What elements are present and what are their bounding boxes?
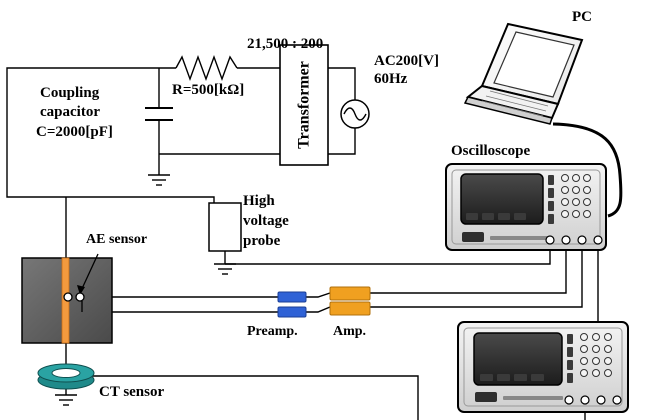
oscilloscope-device xyxy=(445,163,607,251)
preamp-to-amp-wire-2 xyxy=(306,306,331,313)
ac-bottom-wire xyxy=(328,127,356,155)
laptop-pc-icon xyxy=(463,22,584,125)
transformer-box xyxy=(279,44,329,166)
ground-icon xyxy=(214,263,236,275)
ct-signal-wire xyxy=(80,375,419,420)
instrument-screen xyxy=(473,332,563,386)
capacitance-value-label: C=2000[pF] xyxy=(36,124,113,140)
amp-to-scope-wire-2 xyxy=(370,250,583,308)
preamp-unit xyxy=(277,306,307,318)
ground-icon xyxy=(148,174,170,186)
resistor-value-label: R=500[kΩ] xyxy=(172,82,245,98)
transformer-label: Transformer xyxy=(295,61,313,149)
second-instrument-device xyxy=(457,321,629,413)
preamp-unit xyxy=(277,291,307,303)
coupling-capacitor-label-line1: Coupling xyxy=(40,85,100,101)
ct-sensor-icon xyxy=(37,363,95,390)
preamp-label: Preamp. xyxy=(247,324,298,339)
ae-sensor-node xyxy=(63,292,73,302)
amp-unit xyxy=(329,301,371,316)
ac-top-wire xyxy=(328,67,356,100)
pc-cable xyxy=(552,122,623,218)
hv-probe-label-line2: voltage xyxy=(243,213,289,229)
resistor-symbol xyxy=(175,54,238,82)
oscilloscope-label: Oscilloscope xyxy=(451,143,531,159)
amp-unit xyxy=(329,286,371,301)
scope-screen xyxy=(460,173,544,225)
high-voltage-probe xyxy=(208,202,242,252)
hv-bus-wire xyxy=(6,67,215,203)
preamp-to-amp-wire-1 xyxy=(306,292,331,298)
probe-signal-wire xyxy=(225,250,551,265)
ground-icon xyxy=(55,394,77,406)
hv-probe-label-line3: probe xyxy=(243,233,281,249)
turns-ratio-label: 21,500 : 200 xyxy=(247,36,324,52)
coupling-capacitor-label-line2: capacitor xyxy=(40,104,100,120)
capacitor-symbol xyxy=(145,107,173,121)
hv-probe-label-line1: High xyxy=(243,193,275,209)
ae-sensor-node xyxy=(75,292,85,302)
ct-sensor-label: CT sensor xyxy=(99,384,165,400)
amp-label: Amp. xyxy=(333,324,367,339)
ac-voltage-label: AC200[V] xyxy=(374,53,439,69)
ac-frequency-label: 60Hz xyxy=(374,71,408,87)
amp-to-scope-wire-1 xyxy=(370,250,567,294)
pc-label: PC xyxy=(572,9,592,25)
ae-sensor-label: AE sensor xyxy=(86,232,148,247)
arrow-head-icon xyxy=(77,285,85,295)
sine-wave-icon xyxy=(343,107,367,121)
